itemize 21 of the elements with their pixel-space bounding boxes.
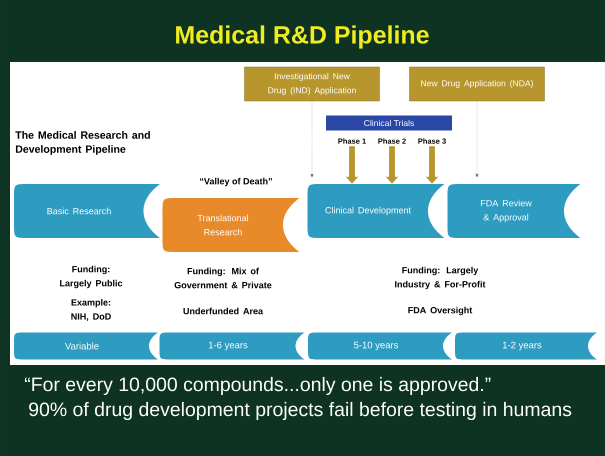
funding-text: Funding: Largely Public xyxy=(60,266,122,288)
heading: The Medical Research and Development Pipeline xyxy=(15,131,150,155)
node-caption: “Valley of Death” xyxy=(200,178,272,186)
quote-text: “For every 10,000 compounds...only one is approved.” xyxy=(24,376,490,396)
title: Medical R&D Pipeline xyxy=(176,25,429,49)
funding-text: Funding: Largely Industry & For-Profit xyxy=(395,266,486,290)
funding-text: Underfunded Area xyxy=(184,308,264,314)
pipeline-stage: Basic Research xyxy=(14,184,160,238)
duration-bar: 5-10 years xyxy=(308,332,452,360)
funding-text: FDA Oversight xyxy=(408,306,472,316)
application-box: New Drug Application (NDA) xyxy=(409,66,545,102)
arrow xyxy=(476,101,478,178)
duration-bar: 1-2 years xyxy=(455,332,597,360)
funding-text: Funding: Mix of Government & Private xyxy=(174,268,272,288)
duration-bar: 1-6 years xyxy=(160,332,304,360)
clinical-trials-bar: Clinical Trials xyxy=(326,116,452,130)
application-box: Investigational New Drug (IND) Application xyxy=(244,66,380,102)
arrow xyxy=(310,101,314,178)
duration-bar: Variable xyxy=(14,332,158,360)
funding-text: Example: NIH, DoD xyxy=(71,299,111,321)
footnote-text: 90% of drug development projects fail before testing in humans xyxy=(29,402,572,420)
